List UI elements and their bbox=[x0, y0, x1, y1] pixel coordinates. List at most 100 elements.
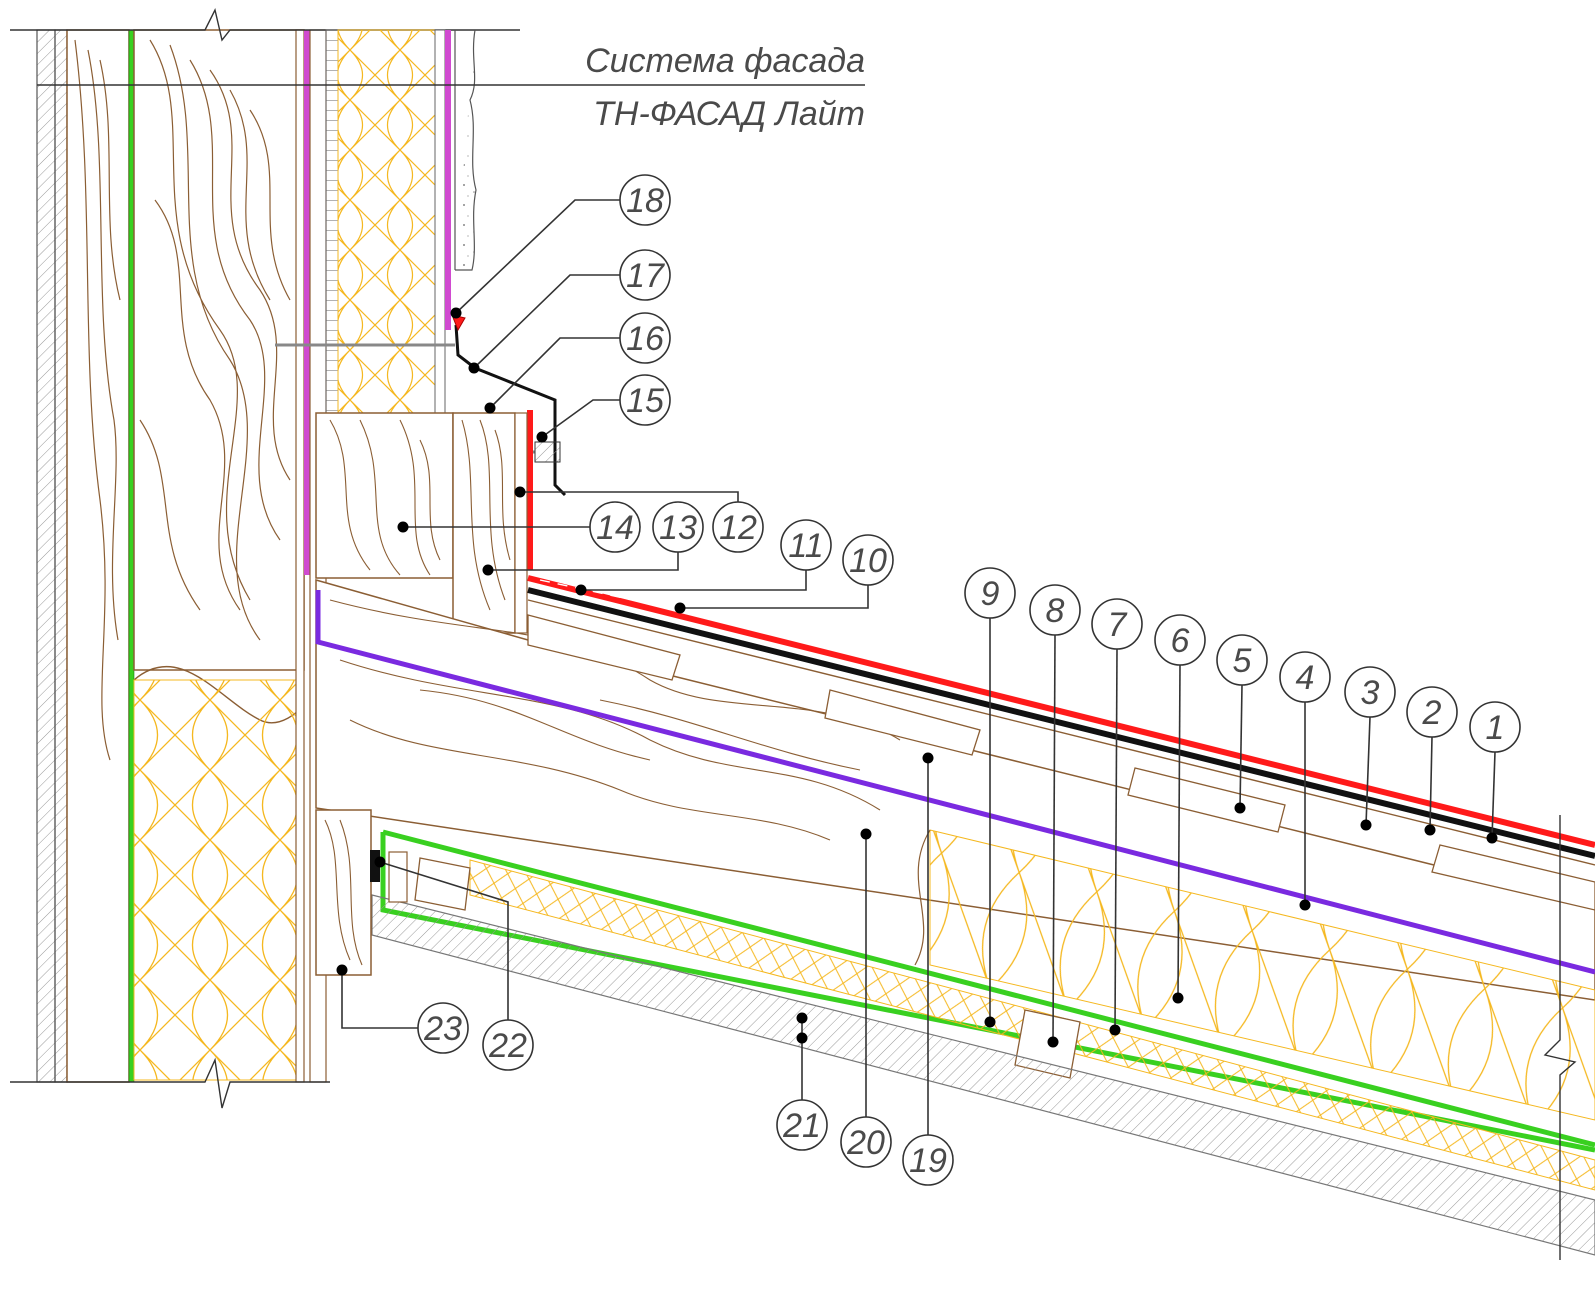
callout-number: 9 bbox=[981, 575, 1000, 613]
callout-leader bbox=[1239, 684, 1243, 809]
callout-dot bbox=[674, 602, 686, 614]
callout-leader bbox=[520, 491, 739, 502]
callout-leader bbox=[341, 970, 418, 1029]
callout-bubble bbox=[417, 1002, 469, 1054]
callout-number: 8 bbox=[1046, 592, 1065, 630]
callout-dot bbox=[984, 1016, 996, 1028]
callout-number: 12 bbox=[719, 509, 757, 547]
callout-15: 15 bbox=[536, 374, 671, 443]
callout-dot bbox=[484, 402, 496, 414]
callout-number: 10 bbox=[849, 542, 887, 580]
callout-number: 17 bbox=[626, 257, 665, 295]
callout-number: 21 bbox=[782, 1107, 821, 1145]
callout-7: 7 bbox=[1091, 598, 1143, 1036]
callout-dot bbox=[1234, 802, 1246, 814]
callout-bubble bbox=[1344, 666, 1396, 718]
callout-number: 14 bbox=[596, 509, 634, 547]
callout-23: 23 bbox=[336, 964, 469, 1054]
callout-dot bbox=[575, 584, 587, 596]
title-block: Система фасада ТН-ФАСАД Лайт bbox=[37, 42, 865, 133]
callout-dot bbox=[468, 362, 480, 374]
callout-number: 11 bbox=[788, 527, 823, 565]
callout-number: 18 bbox=[626, 182, 664, 220]
callout-16: 16 bbox=[484, 312, 671, 414]
callout-bubble bbox=[1154, 614, 1206, 666]
callout-17: 17 bbox=[468, 249, 671, 374]
callout-18: 18 bbox=[450, 174, 671, 319]
callout-dot bbox=[796, 1032, 808, 1044]
callout-leader bbox=[680, 585, 869, 609]
callout-dot bbox=[336, 964, 348, 976]
callout-dot bbox=[536, 431, 548, 443]
callout-number: 22 bbox=[488, 1027, 527, 1065]
callout-dot bbox=[1424, 824, 1436, 836]
callout-number: 19 bbox=[909, 1142, 947, 1180]
callout-leader bbox=[379, 861, 509, 1020]
callout-leader bbox=[455, 199, 620, 314]
callout-bubble bbox=[1029, 584, 1081, 636]
title-line-1: Система фасада bbox=[585, 42, 865, 80]
callout-6: 6 bbox=[1154, 614, 1206, 1004]
callout-number: 5 bbox=[1233, 642, 1252, 680]
callout-22: 22 bbox=[374, 856, 534, 1071]
callout-leader bbox=[1114, 648, 1118, 1031]
callout-bubble bbox=[1406, 686, 1458, 738]
callout-4: 4 bbox=[1279, 651, 1331, 911]
callout-bubble bbox=[902, 1134, 954, 1186]
callout-bubble bbox=[619, 174, 671, 226]
callout-dot bbox=[1299, 899, 1311, 911]
callout-bubble bbox=[482, 1019, 534, 1071]
callout-leader bbox=[473, 274, 620, 369]
callout-bubble bbox=[619, 312, 671, 364]
callout-11: 11 bbox=[575, 519, 832, 596]
callout-bubble bbox=[840, 1116, 892, 1168]
callout-leader bbox=[1429, 736, 1433, 831]
callout-dot bbox=[1172, 992, 1184, 1004]
callout-number: 13 bbox=[659, 509, 697, 547]
callout-5: 5 bbox=[1216, 634, 1268, 814]
callout-dot bbox=[374, 856, 386, 868]
callout-3: 3 bbox=[1344, 666, 1396, 831]
callout-12: 12 bbox=[514, 486, 764, 553]
callout-number: 16 bbox=[626, 320, 664, 358]
roof-assembly bbox=[315, 575, 1595, 1260]
callout-14: 14 bbox=[397, 501, 641, 553]
callout-dot bbox=[922, 752, 934, 764]
callout-dot bbox=[1047, 1036, 1059, 1048]
callout-number: 15 bbox=[626, 382, 664, 420]
callout-dot bbox=[1360, 819, 1372, 831]
facade-system bbox=[325, 29, 477, 416]
callout-bubble bbox=[1091, 598, 1143, 650]
callout-bubble bbox=[1469, 701, 1521, 753]
callout-dot bbox=[860, 828, 872, 840]
callout-21: 21 bbox=[776, 1012, 828, 1151]
callout-bubble bbox=[1279, 651, 1331, 703]
callout-leader bbox=[1052, 634, 1056, 1043]
callout-bubble bbox=[964, 567, 1016, 619]
callout-leader bbox=[488, 552, 679, 571]
callout-number: 20 bbox=[846, 1124, 885, 1162]
callout-bubble bbox=[780, 519, 832, 571]
callout-leader bbox=[581, 570, 807, 591]
callout-bubble bbox=[589, 501, 641, 553]
callout-leader bbox=[1491, 751, 1496, 839]
callout-number: 7 bbox=[1108, 606, 1128, 644]
callout-19: 19 bbox=[902, 752, 954, 1186]
callout-bubble bbox=[652, 501, 704, 553]
callout-10: 10 bbox=[674, 534, 894, 614]
callout-leader bbox=[1365, 716, 1371, 826]
callout-number: 2 bbox=[1422, 694, 1442, 732]
callout-20: 20 bbox=[840, 828, 892, 1168]
callout-leader bbox=[1177, 664, 1181, 999]
callout-number: 1 bbox=[1486, 709, 1505, 747]
callout-dot bbox=[1486, 832, 1498, 844]
left-wall bbox=[10, 7, 520, 1109]
title-line-2: ТН-ФАСАД Лайт bbox=[593, 95, 865, 133]
callout-number: 23 bbox=[423, 1010, 462, 1048]
callout-dot bbox=[450, 307, 462, 319]
callout-bubble bbox=[619, 374, 671, 426]
callout-bubble bbox=[842, 534, 894, 586]
callout-1: 1 bbox=[1469, 701, 1521, 844]
